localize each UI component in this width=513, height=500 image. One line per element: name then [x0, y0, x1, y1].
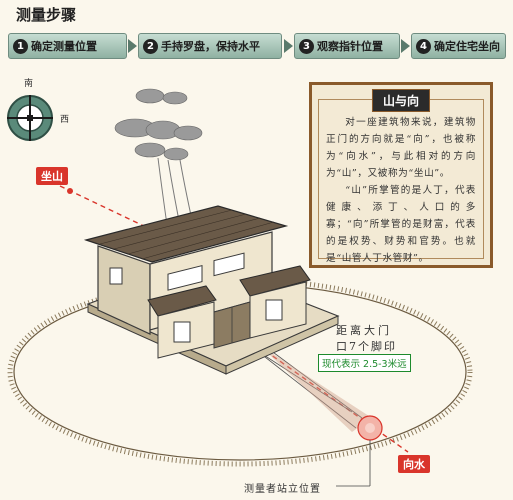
- panel-paragraph: “山”所掌管的是人丁，代表健康、添丁、人口的多寡；“向”所掌管的是财富，代表的是…: [326, 185, 476, 264]
- info-panel: 山与向 对一座建筑物来说，建筑物正门的方向就是“向”，也被称为“向水”，与此相对…: [309, 82, 493, 268]
- compass-west-label: 西: [60, 115, 70, 125]
- house-roof: [83, 205, 289, 263]
- modern-distance-box: 现代表示 2.5-3米远: [318, 354, 411, 372]
- step-4: 4 确定住宅坐向: [411, 33, 506, 59]
- sight-fan: [258, 344, 372, 432]
- lower-window-left: [173, 321, 191, 343]
- panel-body: 对一座建筑物来说，建筑物正门的方向就是“向”，也被称为“向水”，与此相对的方向为…: [326, 114, 476, 267]
- measurement-circle-hatch: [7, 277, 473, 467]
- step-3: 3 观察指针位置: [294, 33, 400, 59]
- compass-south-label: 南: [24, 79, 34, 89]
- step-1: 1 确定测量位置: [8, 33, 127, 59]
- steps-bar: 1 确定测量位置 2 手持罗盘，保持水平 3 观察指针位置 4 确定住宅坐向: [8, 33, 506, 61]
- cloud-icon: [114, 88, 203, 161]
- standpoint-label: 测量者站立位置: [244, 484, 321, 495]
- panel-paragraph: 对一座建筑物来说，建筑物正门的方向就是“向”，也被称为“向水”，与此相对的方向为…: [326, 117, 476, 179]
- arrow-right-icon: [284, 39, 293, 53]
- step-number: 2: [143, 38, 158, 54]
- step-label: 确定测量位置: [31, 40, 97, 53]
- step-number: 1: [13, 38, 28, 54]
- zuoshan-tag: 坐山: [36, 167, 68, 185]
- arrow-right-icon: [401, 39, 410, 53]
- xiangshui-tag: 向水: [398, 455, 430, 473]
- step-label: 确定住宅坐向: [434, 40, 500, 53]
- step-label: 手持罗盘，保持水平: [161, 40, 260, 53]
- panel-frame: 山与向 对一座建筑物来说，建筑物正门的方向就是“向”，也被称为“向水”，与此相对…: [318, 89, 484, 264]
- panel-title: 山与向: [371, 89, 431, 112]
- step-label: 观察指针位置: [317, 40, 383, 53]
- arrow-right-icon: [128, 39, 137, 53]
- step-2: 2 手持罗盘，保持水平: [138, 33, 282, 59]
- step-number: 3: [299, 38, 314, 54]
- lower-window-right: [265, 299, 283, 321]
- sight-rays: [255, 343, 363, 429]
- compass-icon: [7, 95, 53, 141]
- upper-windows: [167, 252, 245, 291]
- distance-label-line1: 距离大门: [336, 324, 392, 337]
- side-window: [109, 267, 123, 285]
- step-number: 4: [416, 38, 431, 54]
- page-title: 测量步骤: [16, 6, 77, 24]
- distance-label-line2: 口7个脚印: [336, 340, 397, 353]
